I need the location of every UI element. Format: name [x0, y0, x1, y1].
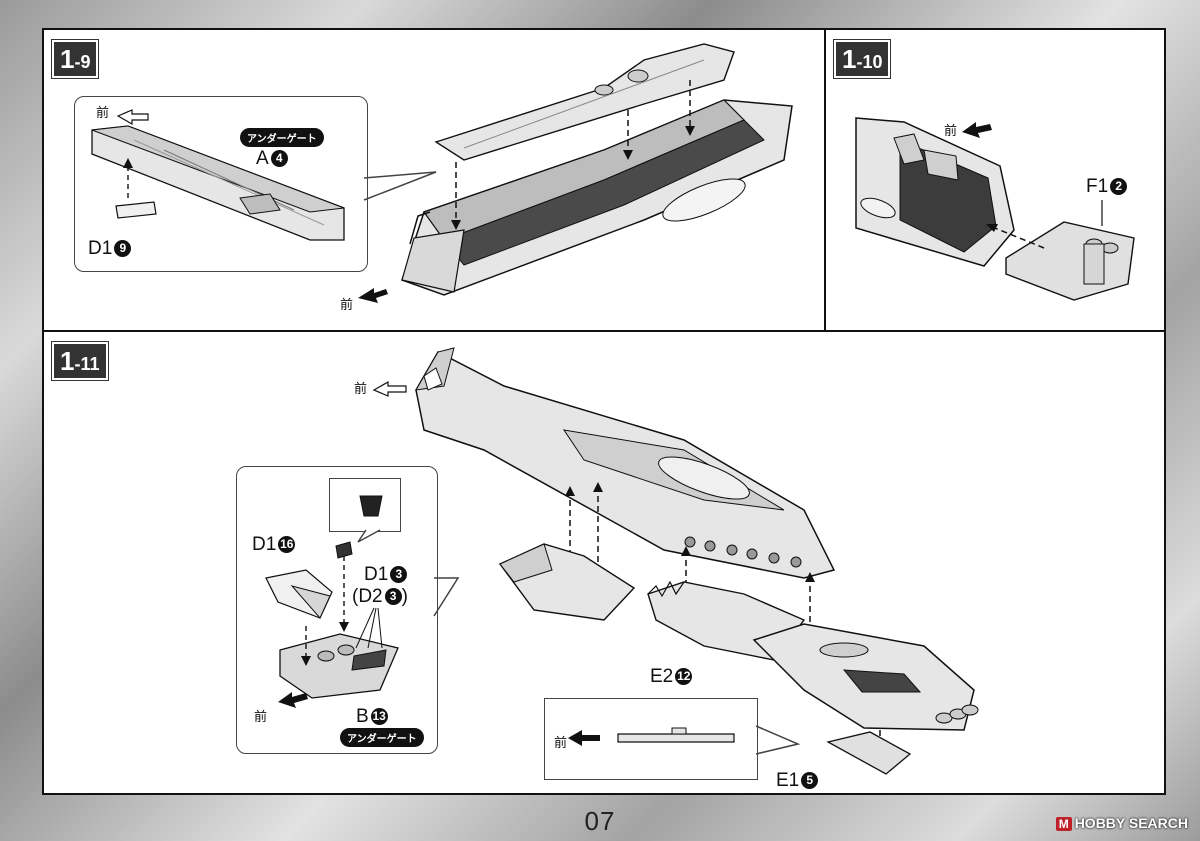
front-label-1-9: 前	[340, 298, 354, 313]
diagram-1-11	[265, 347, 979, 775]
front-label-detail-1-9: 前	[96, 106, 110, 121]
diagram-1-10	[855, 117, 1135, 301]
part-number-d1-16: 16	[278, 536, 296, 553]
section-divider-horizontal	[44, 330, 1164, 332]
step-badge-1-11: 1-11	[52, 342, 108, 380]
part-number-e1-5: 5	[801, 772, 819, 789]
step-badge-1-10: 1-10	[834, 40, 891, 78]
front-label-detail-1-11: 前	[254, 710, 268, 725]
part-number-e2-12: 12	[675, 668, 693, 685]
step-badge-1-9: 1-9	[52, 40, 99, 78]
front-label-1-10: 前	[944, 124, 958, 139]
part-number-a4: 4	[270, 150, 288, 167]
part-number-b13: 13	[370, 708, 388, 725]
part-number-d1-9: 9	[114, 240, 132, 257]
part-number-f1-2: 2	[1110, 178, 1128, 195]
part-number-d2-3: 3	[384, 588, 402, 605]
page-number: 07	[584, 806, 616, 836]
watermark-logo: M	[1055, 817, 1072, 831]
under-gate-tag-1-9: アンダーゲート	[240, 128, 324, 147]
section-divider-vertical	[824, 30, 826, 330]
under-gate-tag-1-11: アンダーゲート	[340, 728, 424, 747]
detail-callout-1-9	[91, 43, 793, 303]
part-number-d1-3: 3	[390, 566, 408, 583]
front-label-1-11: 前	[354, 382, 368, 397]
instruction-sheet: 1-9 前 アンダー	[42, 28, 1166, 795]
front-label-e1-inset: 前	[554, 736, 568, 751]
